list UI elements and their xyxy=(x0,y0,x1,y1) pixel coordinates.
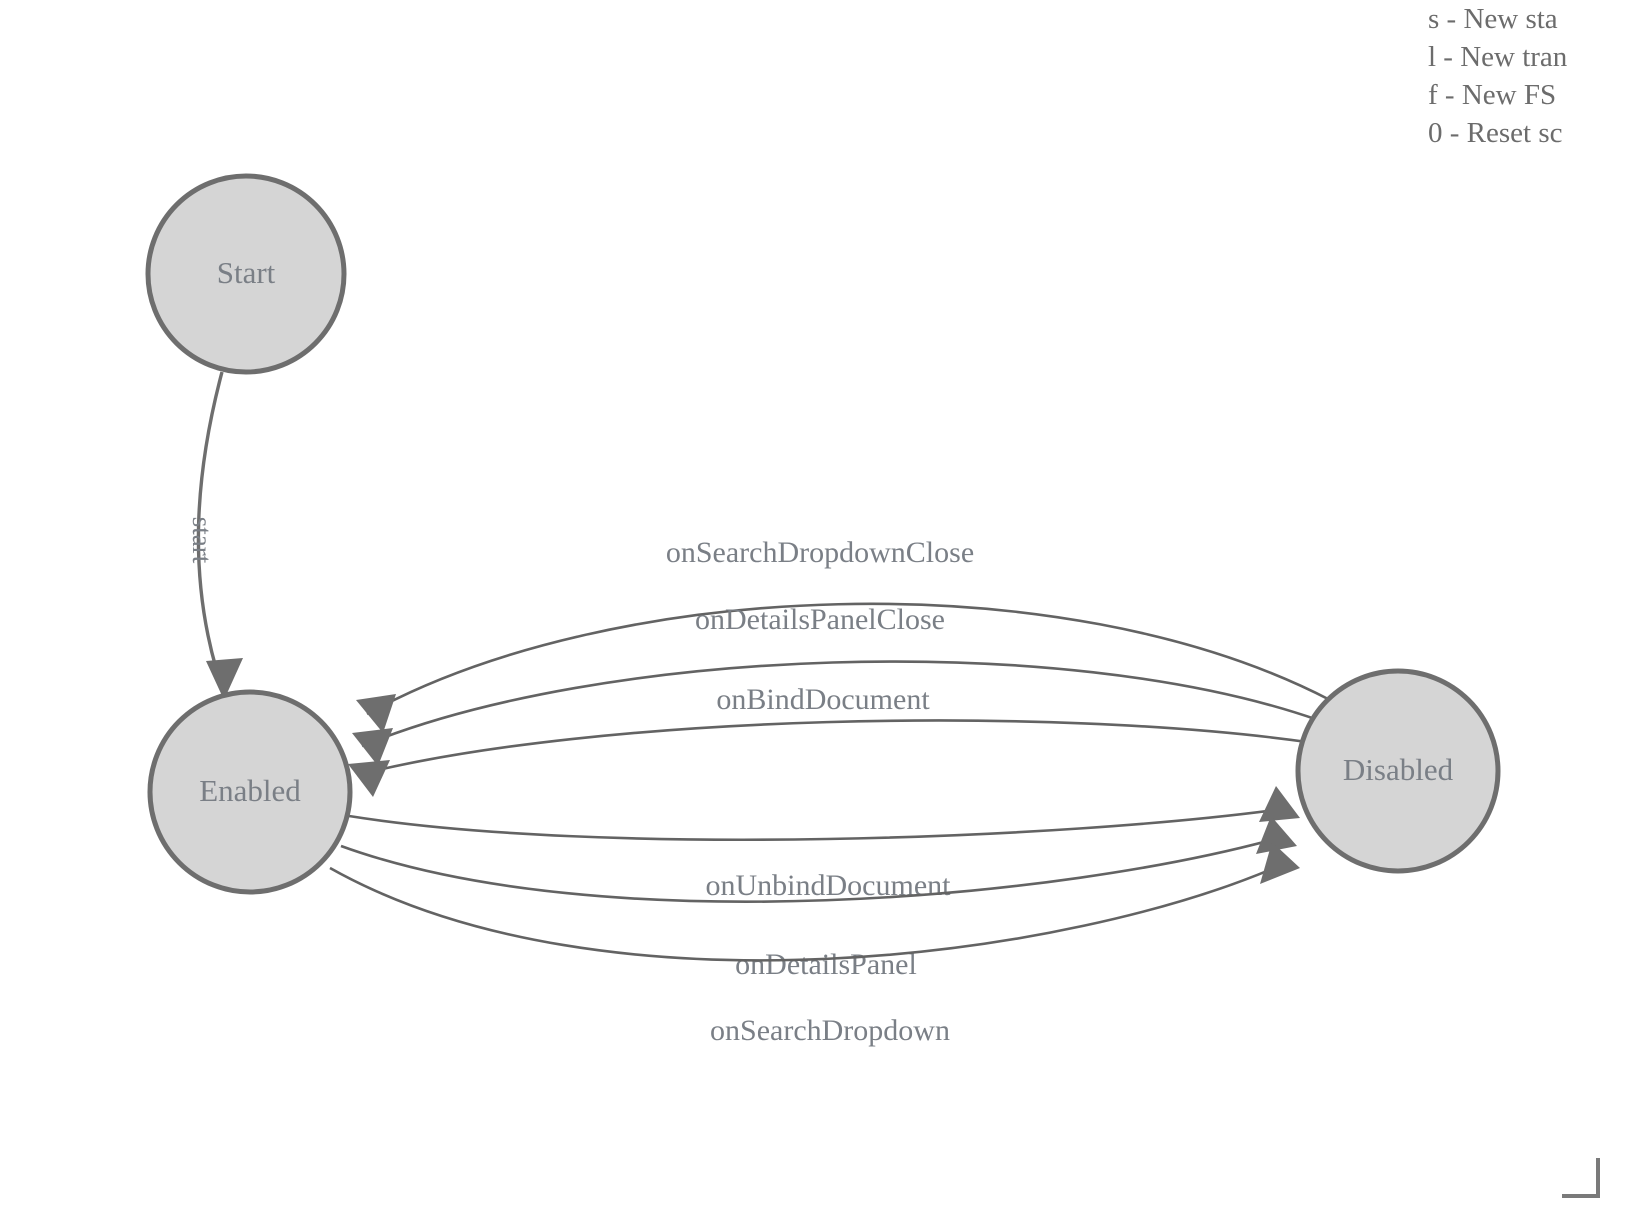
edge-label-on-details-panel: onDetailsPanel xyxy=(735,948,917,981)
edge-path-search-dropdown xyxy=(329,860,1289,962)
node-enabled-circle[interactable] xyxy=(147,689,353,895)
help-line-new-fsm: f - New FS xyxy=(1428,79,1557,111)
edge-label-on-search-dropdown-close: onSearchDropdownClose xyxy=(666,536,974,569)
arrowhead-unbind-document xyxy=(1259,786,1300,822)
edge-label-on-details-panel-close: onDetailsPanelClose xyxy=(695,603,945,636)
keyboard-help-overlay: s - New sta l - New tran f - New FS 0 - … xyxy=(1428,0,1632,152)
edge-label-on-search-dropdown: onSearchDropdown xyxy=(710,1014,950,1047)
node-disabled[interactable]: Disabled xyxy=(1295,668,1501,874)
edge-label-start: start xyxy=(187,517,217,564)
node-start-label: Start xyxy=(217,255,276,290)
node-start-circle[interactable] xyxy=(145,173,347,375)
edge-start-to-enabled[interactable]: start xyxy=(187,371,243,700)
help-line-new-state: s - New sta xyxy=(1428,3,1558,35)
arrowhead-search-close xyxy=(356,694,396,733)
arrowhead-start-enabled xyxy=(206,658,243,700)
edge-enabled-to-disabled-search-dropdown[interactable]: onSearchDropdown xyxy=(329,842,1300,1047)
canvas-corner-mark xyxy=(1562,1158,1600,1198)
node-enabled-label: Enabled xyxy=(199,773,301,808)
arrowhead-details-panel xyxy=(1256,816,1297,854)
help-line-new-transition: l - New tran xyxy=(1428,41,1568,73)
edge-path-details-panel xyxy=(340,834,1287,903)
edge-path-bind-document xyxy=(356,719,1308,777)
node-disabled-label: Disabled xyxy=(1343,752,1454,787)
help-line-reset-scene: 0 - Reset sc xyxy=(1428,117,1563,149)
edge-enabled-to-disabled-details-panel[interactable]: onDetailsPanel xyxy=(340,816,1297,981)
arrowhead-details-close xyxy=(352,728,393,766)
edge-label-on-bind-document: onBindDocument xyxy=(716,683,930,716)
edge-path-search-close xyxy=(366,602,1331,716)
edge-disabled-to-enabled-details-close[interactable]: onDetailsPanelClose xyxy=(352,603,1319,766)
node-enabled[interactable]: Enabled xyxy=(147,689,353,895)
edge-enabled-to-disabled-unbind-document[interactable]: onUnbindDocument xyxy=(348,786,1300,902)
arrowhead-bind-document xyxy=(348,760,390,797)
edge-path-details-close xyxy=(361,660,1319,748)
node-start[interactable]: Start xyxy=(145,173,347,375)
edge-path-unbind-document xyxy=(348,806,1291,842)
arrowhead-search-dropdown xyxy=(1260,842,1300,884)
edge-label-on-unbind-document: onUnbindDocument xyxy=(706,869,952,902)
node-disabled-circle[interactable] xyxy=(1295,668,1501,874)
edge-disabled-to-enabled-bind-document[interactable]: onBindDocument xyxy=(348,683,1308,797)
edge-path-start-enabled xyxy=(196,371,224,669)
edge-disabled-to-enabled-search-close[interactable]: onSearchDropdownClose xyxy=(356,536,1331,733)
